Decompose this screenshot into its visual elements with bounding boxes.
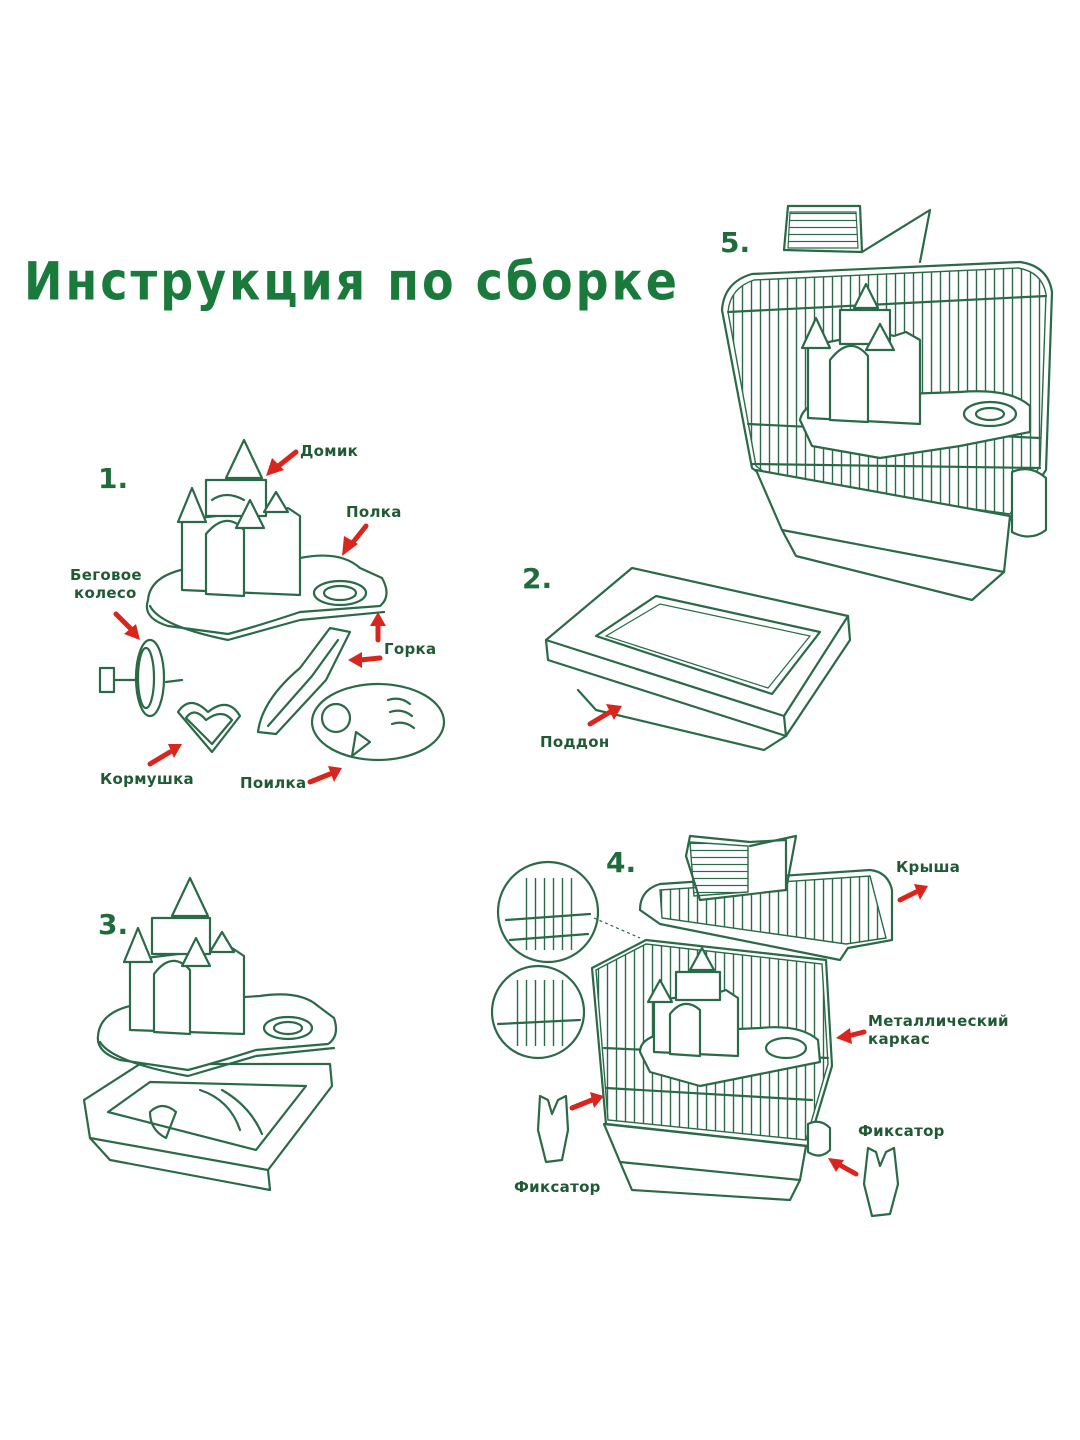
wheel-drawing (134, 638, 166, 718)
step-5-assembly (720, 204, 1054, 602)
label-shelf: Полка (346, 503, 402, 521)
label-feeder: Кормушка (100, 770, 194, 788)
red-arrows (113, 449, 928, 1177)
step-2-tray (544, 566, 852, 752)
step-1-number: 1. (98, 462, 129, 495)
label-clip-right: Фиксатор (858, 1122, 945, 1140)
page-title: Инструкция по сборке (24, 250, 680, 313)
tray-drawing (544, 566, 850, 718)
label-tray: Поддон (540, 733, 610, 751)
drinker-drawing (310, 682, 446, 762)
label-clip-left: Фиксатор (514, 1178, 601, 1196)
step-5-number: 5. (720, 226, 751, 259)
label-house: Домик (300, 442, 359, 460)
step-1-parts (98, 438, 446, 762)
label-wheel-line1: Беговое (70, 566, 142, 584)
step-3-assembly (82, 876, 338, 1192)
feeder-drawing (176, 701, 242, 754)
clip-left-drawing (536, 1094, 570, 1164)
label-frame-line2: каркас (868, 1030, 931, 1048)
label-slide: Горка (384, 640, 437, 658)
label-drinker: Поилка (240, 774, 307, 792)
label-wheel-line2: колесо (74, 584, 137, 602)
step-4-number: 4. (606, 846, 637, 879)
label-roof: Крыша (896, 858, 961, 876)
label-frame-line1: Металлический (868, 1012, 1009, 1030)
step-3-number: 3. (98, 908, 129, 941)
step-4-assembly (490, 834, 900, 1218)
clip-right-drawing (862, 1146, 900, 1218)
step-2-number: 2. (522, 562, 553, 595)
